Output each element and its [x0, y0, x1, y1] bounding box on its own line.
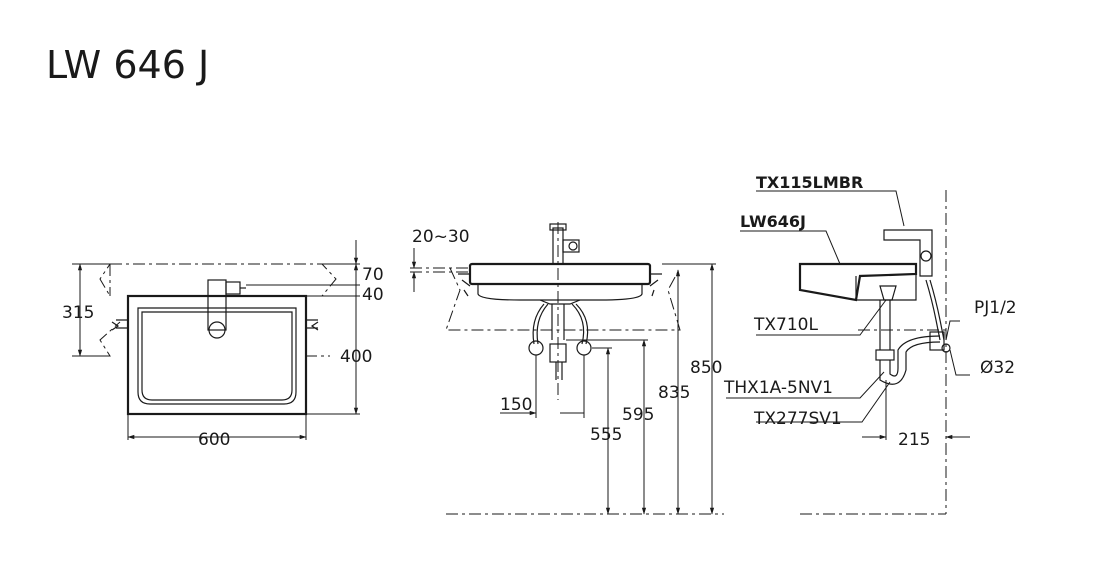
label-faucet: TX115LMBR — [756, 173, 863, 192]
label-basin: LW646J — [740, 212, 806, 231]
label-supply: THX1A-5NV1 — [723, 378, 833, 398]
dim-835: 835 — [658, 383, 690, 403]
label-drain: TX710L — [753, 315, 818, 335]
label-diameter: Ø32 — [980, 358, 1015, 378]
dim-40: 40 — [362, 285, 384, 305]
model-title: LW 646 J — [46, 43, 209, 87]
dim-315: 315 — [62, 303, 94, 323]
front-view — [410, 222, 724, 515]
dim-215: 215 — [898, 430, 930, 450]
dim-400: 400 — [340, 347, 372, 367]
label-pj: PJ1/2 — [974, 298, 1017, 318]
side-view — [726, 190, 970, 515]
dim-850: 850 — [690, 358, 722, 378]
label-trap: TX277SV1 — [753, 409, 842, 429]
dim-595: 595 — [622, 405, 654, 425]
basin-outline-side — [798, 262, 918, 302]
top-view — [72, 240, 360, 440]
basin-outline-front — [468, 262, 652, 286]
dim-555: 555 — [590, 425, 622, 445]
dim-600: 600 — [198, 430, 230, 450]
dim-70: 70 — [362, 265, 384, 285]
basin-outline-top — [126, 294, 308, 416]
dim-150: 150 — [500, 395, 532, 415]
dim-20-30: 20~30 — [412, 227, 470, 247]
